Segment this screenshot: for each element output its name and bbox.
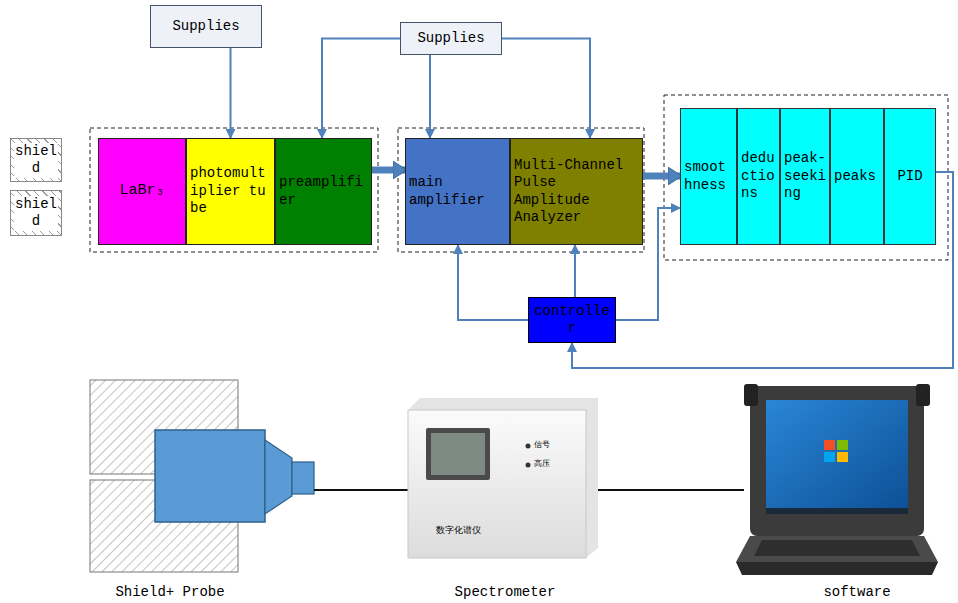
process-box: peak-seeking <box>780 108 830 245</box>
node-text: preamplifier <box>279 174 368 209</box>
caption-label: Spectrometer <box>395 584 615 601</box>
panel-text: 高压 <box>534 459 550 469</box>
caption-label: Shield+ Probe <box>60 584 280 601</box>
node-text: shield <box>14 143 58 178</box>
dashed-group <box>664 95 948 260</box>
panel-text: 数字化谱仪 <box>348 526 568 537</box>
connector-line <box>458 245 528 320</box>
cable <box>598 489 744 491</box>
panel-text: 信号 <box>534 440 550 450</box>
connector-line <box>574 245 576 297</box>
node-text: smoothness <box>684 159 733 194</box>
supply-box: Supplies <box>400 22 502 55</box>
process-box: peaks <box>830 108 884 245</box>
node-text: Multi-Channel Pulse Amplitude Analyzer <box>514 157 639 227</box>
node-text: controller <box>532 303 612 338</box>
pmt-box: photomultiplier tube <box>186 138 275 245</box>
node-text: peak-seeking <box>784 150 826 203</box>
analyzer-box: Multi-Channel Pulse Amplitude Analyzer <box>510 138 643 245</box>
dashed-group <box>90 128 378 252</box>
node-text: main amplifier <box>409 174 506 209</box>
node-text: photomultiplier tube <box>190 165 271 218</box>
signal-arrow <box>643 173 680 180</box>
crystal-box: LaBr₃ <box>98 138 186 245</box>
laptop-illustration <box>736 384 938 575</box>
shield-block: shield <box>10 138 62 182</box>
node-text: LaBr₃ <box>119 182 164 201</box>
node-text: deductions <box>741 150 776 203</box>
controller-box: controller <box>528 297 616 343</box>
shield-block: shield <box>10 190 62 236</box>
probe-illustration <box>90 380 314 572</box>
connector-line <box>429 55 431 138</box>
amplifier-box: main amplifier <box>405 138 510 245</box>
preamp-box: preamplifier <box>275 138 372 245</box>
caption-label: software <box>747 584 958 601</box>
process-box: PID <box>884 108 936 245</box>
cable <box>314 489 408 491</box>
process-box: deductions <box>737 108 780 245</box>
connector-line <box>322 39 400 139</box>
supply-box: Supplies <box>150 5 262 48</box>
node-text: shield <box>14 196 58 231</box>
node-text: Supplies <box>417 30 484 48</box>
node-text: peaks <box>834 168 880 186</box>
connector-line <box>230 48 232 138</box>
node-text: PID <box>897 168 922 186</box>
dashed-group <box>398 128 644 252</box>
signal-arrow <box>372 167 405 174</box>
process-box: smoothness <box>680 108 737 245</box>
connector-line <box>502 39 590 139</box>
node-text: Supplies <box>172 18 239 36</box>
